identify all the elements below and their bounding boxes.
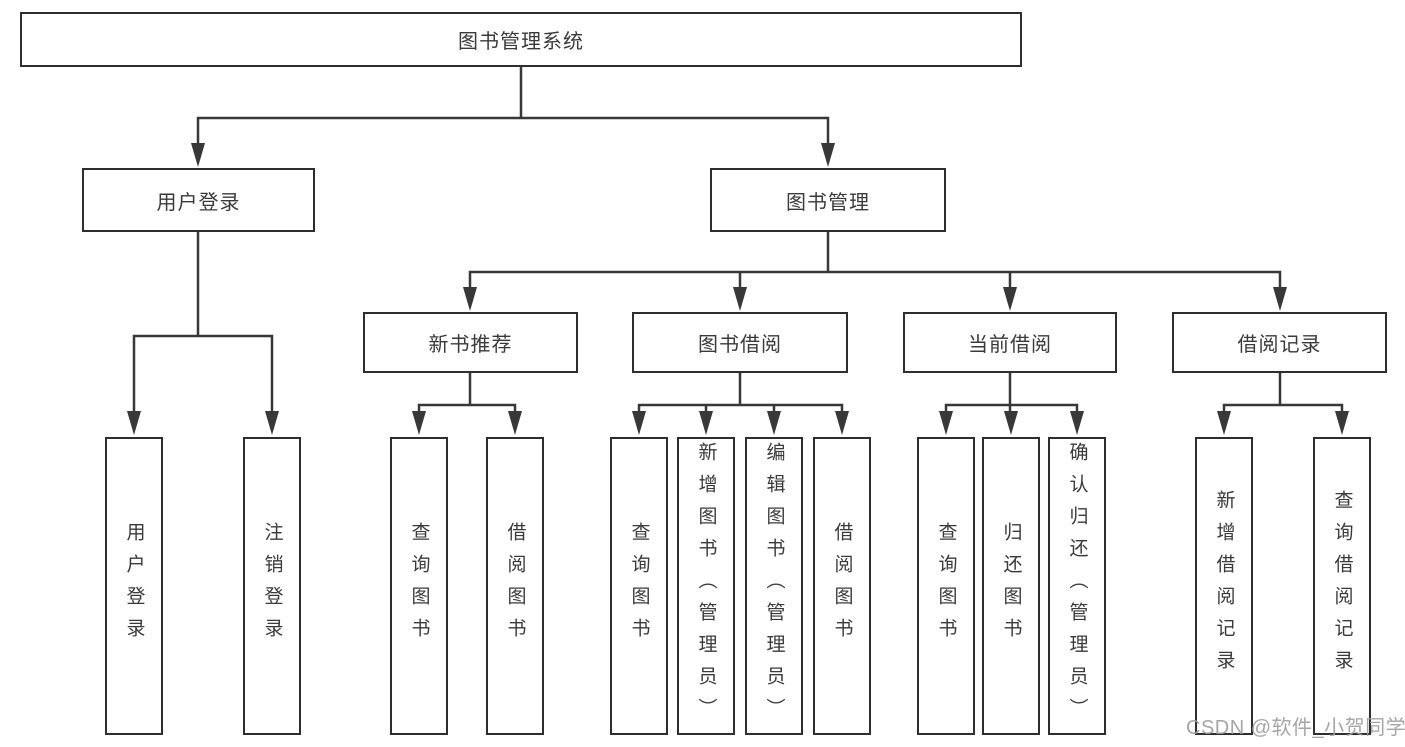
leaf-borrow-books: 借阅图书 <box>813 437 871 735</box>
node-new-book-recommend: 新书推荐 <box>363 312 578 373</box>
connector-root-to-level2 <box>196 67 830 145</box>
node-current-borrow: 当前借阅 <box>903 312 1117 373</box>
leaf-recommend-query-books: 查询图书 <box>390 437 448 735</box>
leaf-add-books-admin: 新增图书（管理员） <box>677 437 735 735</box>
connector-records-to-leaves <box>1222 373 1344 413</box>
csdn-watermark: CSDN @软件_小贺同学 <box>1186 717 1405 739</box>
leaf-edit-books-admin: 编辑图书（管理员） <box>745 437 803 735</box>
connector-recommend-to-leaves <box>417 373 517 413</box>
leaf-borrow-query-books: 查询图书 <box>610 437 668 735</box>
node-borrow-records: 借阅记录 <box>1172 312 1387 373</box>
leaf-current-query-books: 查询图书 <box>917 437 975 735</box>
node-book-management: 图书管理 <box>710 168 946 232</box>
connector-login-to-leaves <box>132 232 274 413</box>
leaf-add-borrow-record: 新增借阅记录 <box>1195 437 1253 735</box>
leaf-return-books: 归还图书 <box>982 437 1040 735</box>
leaf-user-login: 用户登录 <box>105 437 163 735</box>
arrowheads <box>127 143 1349 435</box>
node-library-system: 图书管理系统 <box>20 12 1022 67</box>
node-user-login: 用户登录 <box>82 168 315 232</box>
connector-current-to-leaves <box>944 373 1079 413</box>
connector-borrow-to-leaves <box>637 373 844 413</box>
leaf-logout: 注销登录 <box>243 437 301 735</box>
leaf-query-borrow-record: 查询借阅记录 <box>1313 437 1371 735</box>
leaf-recommend-borrow-books: 借阅图书 <box>486 437 544 735</box>
node-book-borrow: 图书借阅 <box>632 312 848 373</box>
leaf-confirm-return-admin: 确认归还（管理员） <box>1048 437 1106 735</box>
connector-mgmt-to-level3 <box>468 232 1282 289</box>
